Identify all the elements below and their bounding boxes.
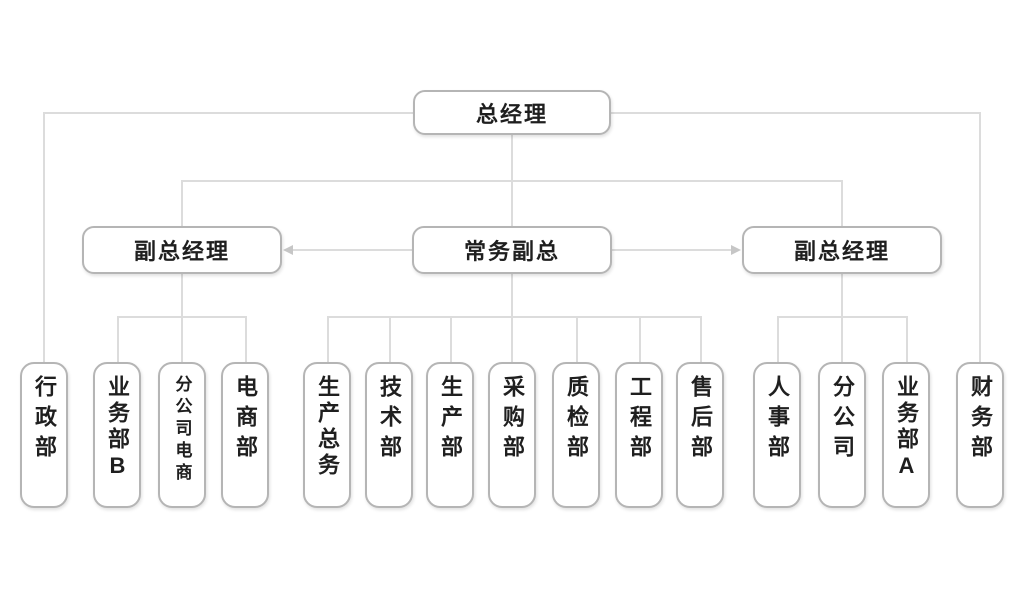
org-node-admin-dept: 行政部 [20,362,68,508]
org-node-after-sales-dept: 售后部 [676,362,724,508]
org-node-purchasing-dept: 采购部 [488,362,536,508]
connector-drop-finance [979,112,981,362]
connector-vp-left-stem [181,274,183,318]
org-node-qc-dept: 质检部 [552,362,600,508]
connector-vp-right-stem [841,274,843,318]
connector-drop-vp-right [841,180,843,226]
arrowhead-right-icon [731,245,741,255]
connector-drop-business-b [117,316,119,362]
connector-drop-vp-left [181,180,183,226]
connector-root-stem [511,135,513,181]
connector-drop-evp [511,180,513,226]
org-node-branch-ecommerce: 分公司电商 [158,362,206,508]
org-node-finance-dept: 财务部 [956,362,1004,508]
org-node-engineering-dept: 工程部 [615,362,663,508]
connector-drop-after-sales [700,316,702,362]
org-node-tech-dept: 技术部 [365,362,413,508]
org-node-branch-company: 分公司 [818,362,866,508]
org-node-business-dept-b: 业务部B [93,362,141,508]
org-node-ecommerce-dept: 电商部 [221,362,269,508]
connector-drop-branch [841,316,843,362]
connector-drop-purchasing [511,316,513,362]
connector-evp-stem [511,274,513,318]
org-node-production-dept: 生产部 [426,362,474,508]
connector-evp-to-vp-right [612,249,734,251]
org-node-business-dept-a: 业务部A [882,362,930,508]
connector-drop-production-affairs [327,316,329,362]
org-node-vp-left: 副总经理 [82,226,282,274]
connector-drop-hr [777,316,779,362]
connector-drop-engineering [639,316,641,362]
arrowhead-left-icon [283,245,293,255]
connector-evp-to-vp-left [288,249,412,251]
connector-drop-qc [576,316,578,362]
connector-drop-ecommerce [245,316,247,362]
connector-drop-tech [389,316,391,362]
org-node-executive-vp: 常务副总 [412,226,612,274]
connector-drop-production [450,316,452,362]
connector-evp-span [327,316,702,318]
org-node-hr-dept: 人事部 [753,362,801,508]
org-node-vp-right: 副总经理 [742,226,942,274]
org-node-general-manager: 总经理 [413,90,611,135]
connector-drop-branch-ecommerce [181,316,183,362]
connector-drop-business-a [906,316,908,362]
connector-drop-admin [43,112,45,362]
org-node-production-affairs: 生产总务 [303,362,351,508]
